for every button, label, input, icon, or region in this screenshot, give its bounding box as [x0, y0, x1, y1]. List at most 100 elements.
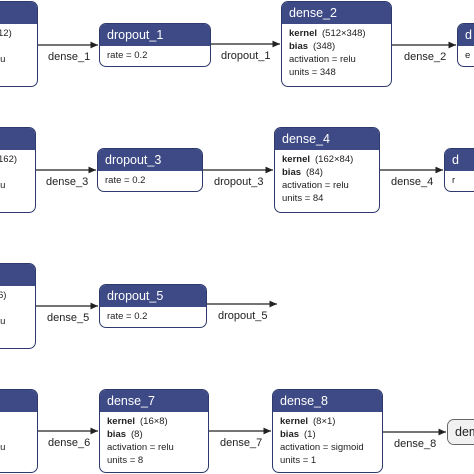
attr-row: [0, 454, 30, 467]
param-row: bias (84): [282, 166, 372, 179]
param-value: (512×348): [322, 28, 366, 39]
layer-node-header: d: [445, 149, 474, 171]
param-value: (8): [131, 429, 143, 440]
param-row: kernel(162×84): [282, 153, 372, 166]
attr-row: units = 348: [289, 67, 336, 78]
edge-label: dense_1: [48, 51, 91, 63]
attr-row: 12): [0, 28, 12, 39]
layer-node-header: [0, 128, 35, 150]
param-row: bias (1): [280, 428, 375, 441]
layer-node-header: dense_8: [273, 390, 382, 412]
layer-node-body: 6) lu: [0, 286, 35, 331]
attr-row: [0, 302, 28, 315]
layer-node-dense-4[interactable]: dense_4 kernel(162×84)bias (84) activation …: [274, 127, 380, 213]
attr-row: rate = 0.2: [105, 175, 146, 186]
attr-row: units = 84: [282, 193, 324, 204]
param-key: kernel: [280, 416, 308, 427]
layer-node-d[interactable]: deu: [457, 23, 474, 67]
attr-row: r: [452, 175, 456, 186]
layer-node-body: 162) lu: [0, 150, 35, 195]
param-row: kernel (16×8): [107, 415, 201, 428]
layer-node-n-dense5[interactable]: 6) lu: [0, 263, 36, 349]
layer-node-header: dense_4: [275, 128, 379, 150]
layer-node-body: kernel (512×348) bias (348) activation = rel…: [282, 24, 391, 82]
param-row: kernel (8×1): [280, 415, 375, 428]
param-row: bias (348): [289, 40, 384, 53]
attr-row: rate = 0.2: [107, 311, 148, 322]
edge-label: dense_7: [220, 437, 263, 449]
layer-node-header: dem: [448, 420, 474, 444]
layer-node-body: kernel (16×8) bias (8) activation = relu unit…: [100, 412, 208, 470]
attr-row: activation = relu: [107, 442, 174, 453]
attr-row: lu: [0, 54, 6, 65]
layer-node-header: dense_7: [100, 390, 208, 412]
param-key: bias: [107, 429, 127, 440]
layer-node-body: eu: [458, 46, 474, 66]
edge-label: dropout_5: [218, 310, 268, 322]
edge-label: dense_5: [47, 312, 90, 324]
edge-label: dropout_1: [221, 50, 271, 62]
param-value: (16×8): [140, 416, 168, 427]
layer-node-body: kernel (8×1) bias (1) activation = sigmoid un…: [273, 412, 382, 470]
layer-node-dem[interactable]: dem: [447, 419, 474, 445]
attr-row: activation = relu: [289, 54, 356, 65]
param-key: bias: [289, 41, 309, 52]
attr-row: u: [465, 62, 474, 66]
layer-node-body: rate = 0.2: [100, 46, 210, 65]
layer-node-body: 12) lu: [0, 24, 37, 69]
attr-row: [0, 428, 30, 441]
attr-row: lu: [0, 180, 6, 191]
layer-node-n-dense6[interactable]: lu: [0, 389, 38, 473]
attr-row: rate = 0.2: [107, 50, 148, 61]
attr-row: [0, 415, 30, 428]
layer-node-n-dense3[interactable]: 162) lu: [0, 127, 36, 213]
attr-row: e: [465, 50, 471, 61]
layer-node-body: lu: [0, 412, 37, 470]
attr-row: lu: [0, 316, 6, 327]
param-value: (8×1): [313, 416, 336, 427]
layer-node-body: rate = 0.2: [98, 171, 202, 190]
param-key: kernel: [289, 28, 317, 39]
attr-row: units = 1: [280, 455, 317, 466]
attr-row: activation = sigmoid: [280, 442, 364, 453]
edge-label: dense_6: [48, 437, 91, 449]
param-key: kernel: [107, 416, 135, 427]
edge-label: dropout_3: [214, 176, 264, 188]
param-key: bias: [282, 167, 302, 178]
edge-label: dense_4: [391, 176, 434, 188]
layer-node-header: dropout_1: [100, 24, 210, 46]
param-key: bias: [280, 429, 300, 440]
attr-row: units = 8: [107, 455, 144, 466]
layer-node-header: dropout_5: [100, 285, 206, 307]
layer-node-header: dense_2: [282, 2, 391, 24]
param-value: (348): [313, 41, 336, 52]
param-value: (1): [304, 429, 316, 440]
attr-row: lu: [0, 442, 6, 453]
attr-row: 6): [0, 290, 7, 301]
param-key: kernel: [282, 154, 310, 165]
attr-row: 162): [0, 154, 18, 165]
attr-row: [0, 166, 28, 179]
layer-node-header: [0, 390, 37, 412]
param-row: bias (8): [107, 428, 201, 441]
layer-node-body: kernel(162×84)bias (84) activation = relu u…: [275, 150, 379, 208]
layer-node-body: rate = 0.2: [100, 307, 206, 326]
layer-node-n-dense1[interactable]: 12) lu: [0, 1, 38, 87]
layer-node-header: d: [458, 24, 474, 46]
param-value: (84): [306, 167, 323, 178]
layer-node-header: [0, 2, 37, 24]
edge-label: dense_2: [404, 51, 447, 63]
layer-node-header: [0, 264, 35, 286]
attr-row: [0, 40, 30, 53]
layer-node-body: r: [445, 171, 474, 190]
attr-row: activation = relu: [282, 180, 349, 191]
